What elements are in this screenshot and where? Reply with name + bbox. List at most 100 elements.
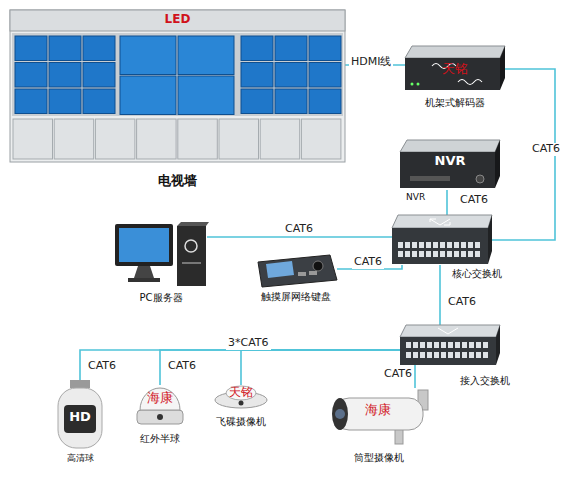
switch-port xyxy=(420,342,425,348)
cabinet-panel xyxy=(219,119,259,159)
camera-box: 海康红外半球 xyxy=(135,385,185,427)
switch-port xyxy=(483,342,488,348)
switch-port xyxy=(398,242,403,248)
camera-box: 海康筒型摄像机 xyxy=(325,388,433,448)
cable-label: CAT6 xyxy=(458,194,490,207)
device-caption: 电视墙 xyxy=(158,174,197,189)
switch-port xyxy=(412,242,417,248)
screen-panel xyxy=(275,36,307,61)
device-marking: 天铭 xyxy=(229,386,253,400)
switch-port xyxy=(405,242,410,248)
device-caption: 红外半球 xyxy=(140,433,180,445)
screen-panel xyxy=(120,36,176,75)
switch-port xyxy=(419,242,424,248)
device-caption: 核心交换机 xyxy=(452,268,502,280)
device-marking: NVR xyxy=(435,154,466,169)
device-marking: 天铭 xyxy=(442,62,468,77)
switch-port xyxy=(469,342,474,348)
device-caption: 触摸屏网络键盘 xyxy=(261,291,331,303)
device-caption: 高清球 xyxy=(67,453,94,463)
network-keyboard xyxy=(258,255,337,287)
screen-panel xyxy=(83,89,115,114)
switch-port xyxy=(447,242,452,248)
screen-panel xyxy=(83,36,115,61)
screen-panel xyxy=(120,76,176,115)
switch-port xyxy=(475,242,480,248)
cable-label: HDMI线 xyxy=(349,56,393,69)
cable-label: CAT6 xyxy=(530,143,562,156)
switch-port xyxy=(455,352,460,358)
decoder-box: 天铭机架式解码器 xyxy=(405,45,505,93)
device-marking: LED xyxy=(165,13,191,27)
device-marking: HD xyxy=(69,410,91,425)
switch-port xyxy=(447,251,452,257)
switch-port xyxy=(468,242,473,248)
switch-port xyxy=(406,352,411,358)
cable-label: CAT6 xyxy=(352,256,384,269)
screen-panel xyxy=(178,76,234,115)
switch-port xyxy=(476,352,481,358)
switch-port xyxy=(461,251,466,257)
network-cable xyxy=(439,265,441,325)
switch-port xyxy=(433,242,438,248)
switch-port xyxy=(413,352,418,358)
video-wall xyxy=(10,10,345,162)
pc-server xyxy=(115,222,209,286)
network-cable xyxy=(160,350,400,385)
screen-panel xyxy=(49,63,81,88)
switch-port xyxy=(448,352,453,358)
cable-label: 3*CAT6 xyxy=(226,337,271,350)
switch-port xyxy=(427,342,432,348)
screen-panel xyxy=(15,36,47,61)
device-caption: 机架式解码器 xyxy=(425,97,485,109)
screen-panel xyxy=(49,89,81,114)
switch-port xyxy=(405,251,410,257)
cabinet-panel xyxy=(301,119,341,159)
screen-panel xyxy=(241,63,273,88)
screen-panel xyxy=(178,36,234,75)
screen-panel xyxy=(241,36,273,61)
screen-panel xyxy=(309,89,341,114)
keyboard-box: 触摸屏网络键盘 xyxy=(255,255,337,287)
cable-label: CAT6 xyxy=(382,368,414,381)
nvr-box: NVRNVR xyxy=(400,140,500,190)
network-cable xyxy=(414,365,416,388)
switch-port xyxy=(440,251,445,257)
switch-port xyxy=(475,251,480,257)
switch-port xyxy=(413,342,418,348)
pc-server-box: PC服务器 xyxy=(115,222,207,288)
switch-port xyxy=(406,342,411,348)
switch-port xyxy=(461,242,466,248)
device-caption: NVR xyxy=(406,192,425,202)
screen-panel xyxy=(15,63,47,88)
switch-port xyxy=(434,352,439,358)
switch-port xyxy=(398,251,403,257)
screen-panel xyxy=(83,63,115,88)
video-wall-box: LED电视墙 xyxy=(10,10,345,162)
ir-half-dome-camera xyxy=(137,388,183,424)
cabinet-panel xyxy=(95,119,134,159)
core-switch-device xyxy=(392,215,492,264)
switch-port xyxy=(433,251,438,257)
switch-port xyxy=(462,342,467,348)
cabinet-panel xyxy=(178,119,218,159)
cabinet-panel xyxy=(260,119,300,159)
screen-panel xyxy=(275,89,307,114)
device-caption: 筒型摄像机 xyxy=(354,452,404,464)
switch-port xyxy=(441,352,446,358)
device-marking: 海康 xyxy=(147,391,173,406)
device-caption: PC服务器 xyxy=(139,292,182,304)
network-cable xyxy=(207,236,392,238)
ptz-dome-camera xyxy=(58,380,102,448)
cable-label: CAT6 xyxy=(166,360,198,373)
access-switch-device xyxy=(400,325,500,365)
device-marking: 海康 xyxy=(365,403,391,418)
switch-port xyxy=(440,242,445,248)
switch-port xyxy=(454,242,459,248)
decoder-device xyxy=(405,46,505,90)
device-caption: 接入交换机 xyxy=(460,375,510,387)
camera-box: 天铭飞碟摄像机 xyxy=(215,385,267,409)
screen-panel xyxy=(275,63,307,88)
